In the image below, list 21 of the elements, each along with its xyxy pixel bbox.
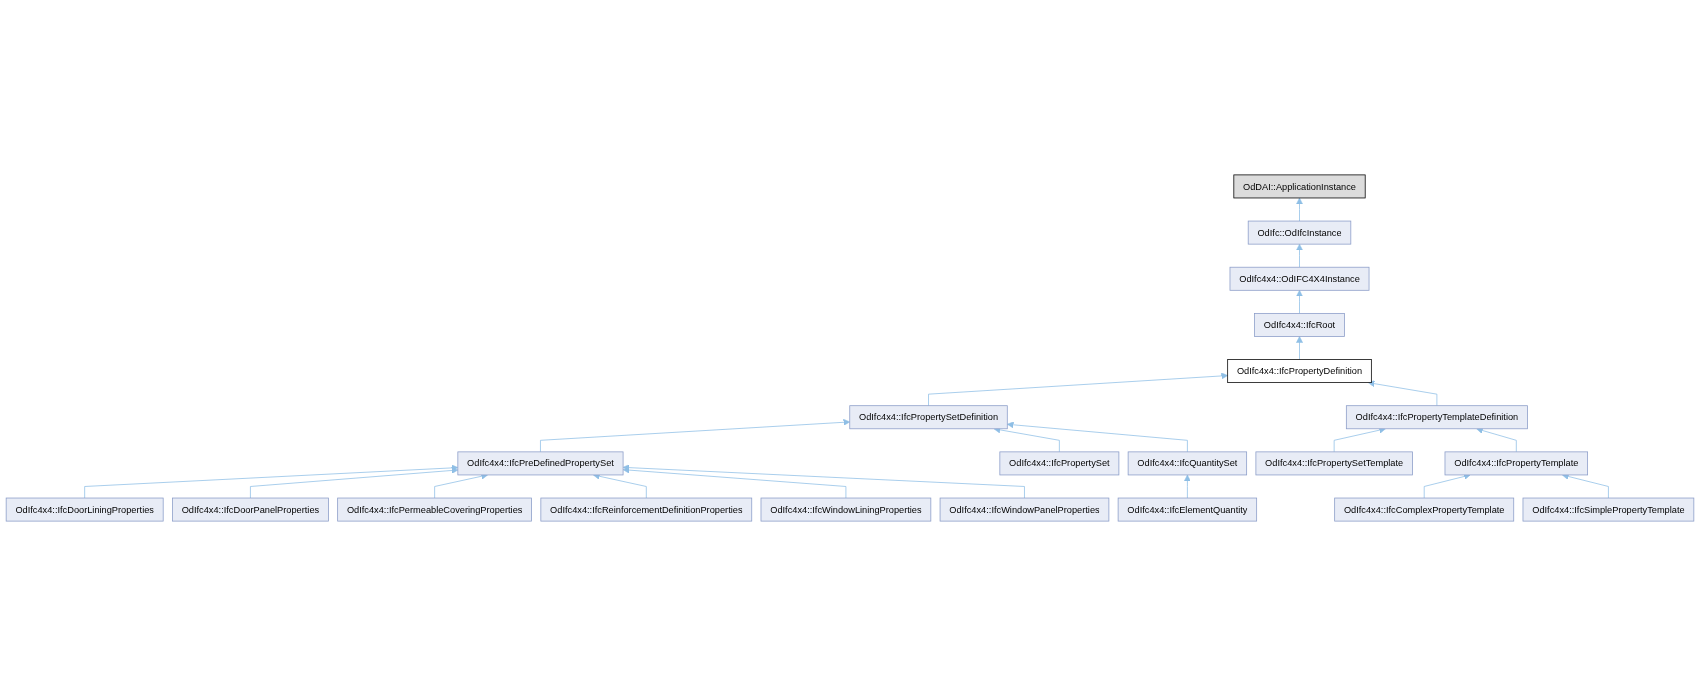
node-box: OdIfc4x4::IfcWindowLiningProperties	[760, 497, 932, 522]
node-box: OdIfc4x4::IfcComplexPropertyTemplate	[1334, 497, 1515, 522]
node-box: OdIfc4x4::IfcWindowPanelProperties	[939, 497, 1110, 522]
node-box: OdIfc4x4::IfcDoorPanelProperties	[172, 497, 329, 522]
node-box: OdIfc4x4::IfcRoot	[1254, 313, 1345, 337]
node-box: OdIfc4x4::IfcPropertySetTemplate	[1255, 451, 1413, 476]
node-box: OdIfc4x4::OdIFC4X4Instance	[1229, 266, 1370, 291]
node-box: OdDAI::ApplicationInstance	[1233, 174, 1366, 199]
node-box: OdIfc4x4::IfcSimplePropertyTemplate	[1522, 497, 1695, 522]
node-box: OdIfc4x4::IfcPermeableCoveringProperties	[337, 497, 532, 522]
node-box: OdIfc4x4::IfcElementQuantity	[1117, 497, 1258, 522]
node-box: OdIfc4x4::IfcPropertyDefinition	[1227, 359, 1372, 383]
node-box: OdIfc4x4::IfcReinforcementDefinitionProperties	[540, 497, 753, 522]
node-box: OdIfc4x4::IfcPropertyTemplateDefinition	[1345, 405, 1528, 430]
node-box: OdIfc::OdIfcInstance	[1247, 220, 1352, 245]
node-box: OdIfc4x4::IfcQuantitySet	[1127, 451, 1248, 476]
node-box: OdIfc4x4::IfcDoorLiningProperties	[5, 497, 164, 522]
node-box: OdIfc4x4::IfcPreDefinedPropertySet	[457, 451, 624, 476]
node-box: OdIfc4x4::IfcPropertyTemplate	[1444, 451, 1588, 476]
node-box: OdIfc4x4::IfcPropertySetDefinition	[849, 405, 1008, 430]
node-box: OdIfc4x4::IfcPropertySet	[999, 451, 1120, 476]
